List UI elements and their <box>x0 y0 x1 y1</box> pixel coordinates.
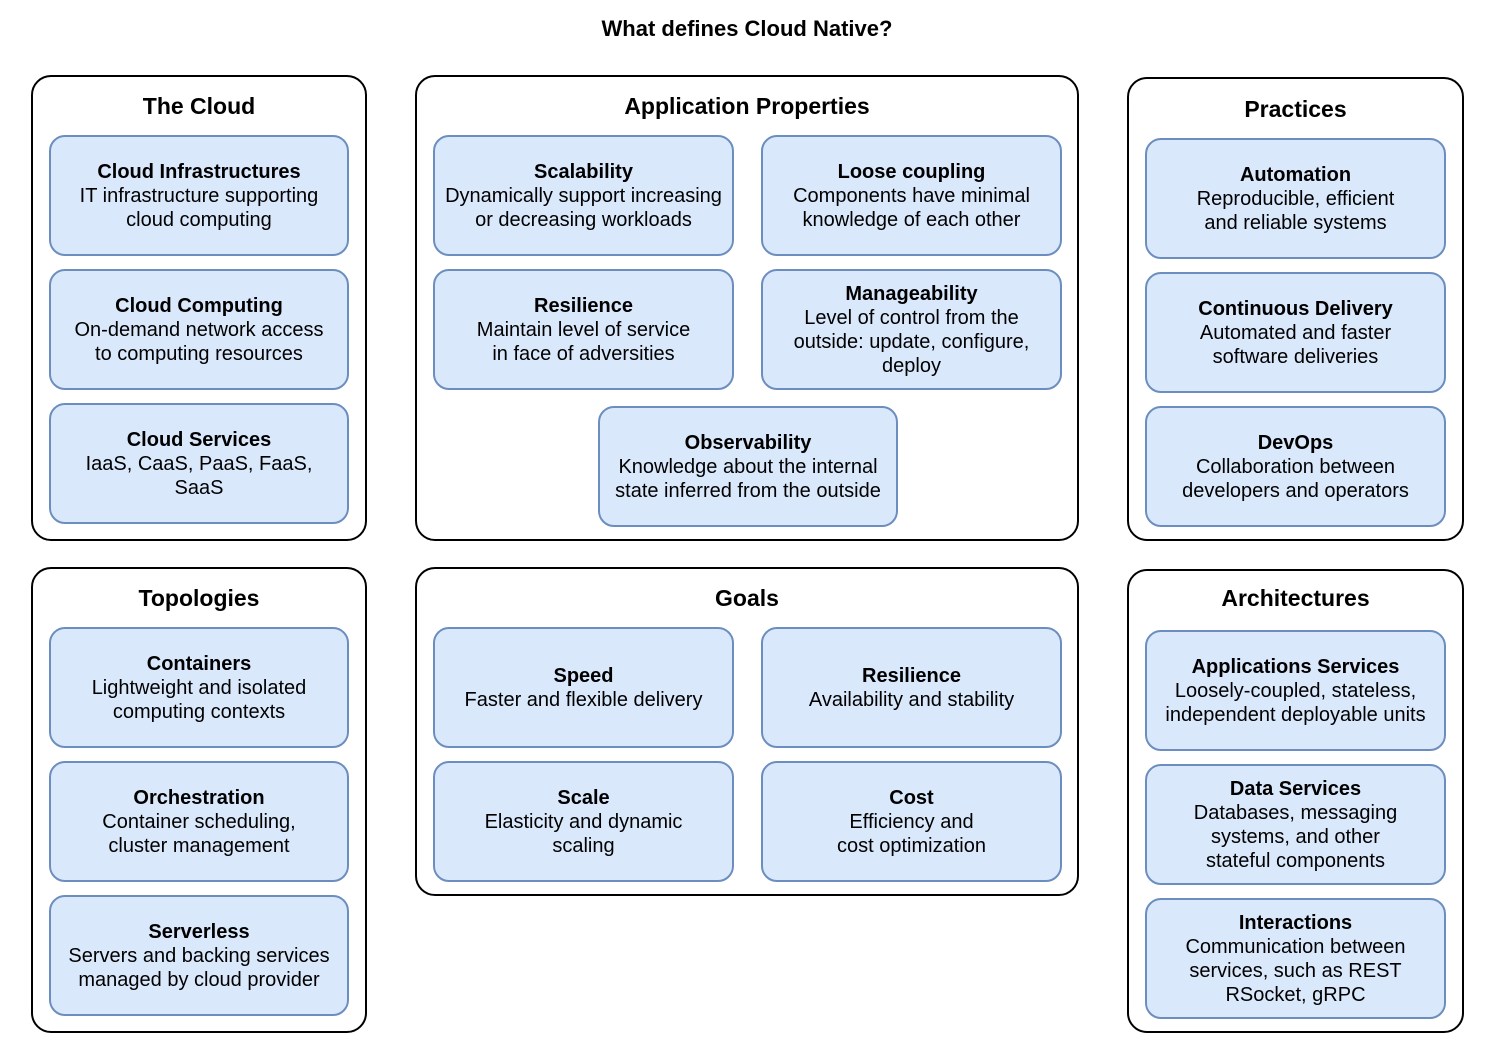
card-interactions: Interactions Communication between servi… <box>1145 898 1446 1019</box>
card-manageability: Manageability Level of control from the … <box>761 269 1062 390</box>
card-observability: Observability Knowledge about the intern… <box>598 406 898 527</box>
card-title: Continuous Delivery <box>1198 297 1393 320</box>
card-description: Automated and faster software deliveries <box>1199 321 1392 368</box>
group-title: Practices <box>1244 96 1347 122</box>
card-scale: Scale Elasticity and dynamic scaling <box>433 761 734 882</box>
card-title: Interactions <box>1238 911 1353 934</box>
card-description: Container scheduling, cluster management <box>102 810 296 857</box>
card-description: Components have minimal knowledge of eac… <box>793 184 1030 231</box>
card-description: Databases, messaging systems, and other … <box>1193 801 1398 872</box>
card-resilience: Resilience Maintain level of service in … <box>433 269 734 390</box>
card-description: Loosely-coupled, stateless, independent … <box>1165 679 1426 726</box>
card-description: Efficiency and cost optimization <box>837 810 986 857</box>
card-title: Data Services <box>1229 777 1362 800</box>
card-title: Automation <box>1239 163 1352 186</box>
card-cloud-computing: Cloud Computing On-demand network access… <box>49 269 349 390</box>
card-cloud-services: Cloud Services IaaS, CaaS, PaaS, FaaS, S… <box>49 403 349 524</box>
card-description: Maintain level of service in face of adv… <box>476 318 691 365</box>
card-title: DevOps <box>1257 431 1334 454</box>
group-title: Architectures <box>1221 585 1370 611</box>
card-title: Scale <box>557 786 610 809</box>
card-title: Serverless <box>148 920 250 943</box>
card-title: Cloud Infrastructures <box>97 160 301 183</box>
card-resilience-goal: Resilience Availability and stability <box>761 627 1062 748</box>
card-containers: Containers Lightweight and isolated comp… <box>49 627 349 748</box>
card-description: Faster and flexible delivery <box>464 688 703 711</box>
card-description: On-demand network access to computing re… <box>74 318 324 365</box>
card-description: Lightweight and isolated computing conte… <box>91 676 307 723</box>
card-serverless: Serverless Servers and backing services … <box>49 895 349 1016</box>
card-description: Reproducible, efficient and reliable sys… <box>1196 187 1395 234</box>
card-automation: Automation Reproducible, efficient and r… <box>1145 138 1446 259</box>
card-title: Scalability <box>534 160 633 183</box>
group-title: Goals <box>715 585 779 611</box>
card-continuous-delivery: Continuous Delivery Automated and faster… <box>1145 272 1446 393</box>
card-cost: Cost Efficiency and cost optimization <box>761 761 1062 882</box>
card-title: Manageability <box>845 282 978 305</box>
card-title: Containers <box>146 652 252 675</box>
card-description: Availability and stability <box>808 688 1015 711</box>
card-devops: DevOps Collaboration between developers … <box>1145 406 1446 527</box>
group-title: Topologies <box>138 585 260 611</box>
group-goals: Goals Speed Faster and flexible delivery… <box>415 567 1079 896</box>
card-title: Observability <box>684 431 812 454</box>
card-applications-services: Applications Services Loosely-coupled, s… <box>1145 630 1446 751</box>
diagram-title: What defines Cloud Native? <box>601 16 893 41</box>
group-title: The Cloud <box>142 93 256 119</box>
card-title: Speed <box>553 664 614 687</box>
card-title: Resilience <box>534 294 633 317</box>
card-cloud-infrastructures: Cloud Infrastructures IT infrastructure … <box>49 135 349 256</box>
group-practices: Practices Automation Reproducible, effic… <box>1127 77 1464 541</box>
card-title: Orchestration <box>133 786 265 809</box>
card-description: Elasticity and dynamic scaling <box>484 810 683 857</box>
group-topologies: Topologies Containers Lightweight and is… <box>31 567 367 1033</box>
card-description: Collaboration between developers and ope… <box>1182 455 1409 502</box>
card-description: Servers and backing services managed by … <box>68 944 330 991</box>
card-title: Loose coupling <box>837 160 986 183</box>
card-title: Applications Services <box>1191 655 1400 678</box>
card-title: Cloud Computing <box>115 294 283 317</box>
group-application-properties: Application Properties Scalability Dynam… <box>415 75 1079 541</box>
card-description: Communication between services, such as … <box>1185 935 1406 1006</box>
card-description: Level of control from the outside: updat… <box>793 306 1030 377</box>
card-title: Cloud Services <box>126 428 272 451</box>
card-description: Knowledge about the internal state infer… <box>615 455 881 502</box>
card-loose-coupling: Loose coupling Components have minimal k… <box>761 135 1062 256</box>
group-title: Application Properties <box>624 93 870 119</box>
card-data-services: Data Services Databases, messaging syste… <box>1145 764 1446 885</box>
card-description: Dynamically support increasing or decrea… <box>445 184 722 231</box>
card-description: IT infrastructure supporting cloud compu… <box>79 184 319 231</box>
group-the-cloud: The Cloud Cloud Infrastructures IT infra… <box>31 75 367 541</box>
group-architectures: Architectures Applications Services Loos… <box>1127 569 1464 1033</box>
card-scalability: Scalability Dynamically support increasi… <box>433 135 734 256</box>
card-title: Resilience <box>862 664 961 687</box>
card-orchestration: Orchestration Container scheduling, clus… <box>49 761 349 882</box>
card-title: Cost <box>889 786 934 809</box>
card-description: IaaS, CaaS, PaaS, FaaS, SaaS <box>85 452 313 499</box>
card-speed: Speed Faster and flexible delivery <box>433 627 734 748</box>
